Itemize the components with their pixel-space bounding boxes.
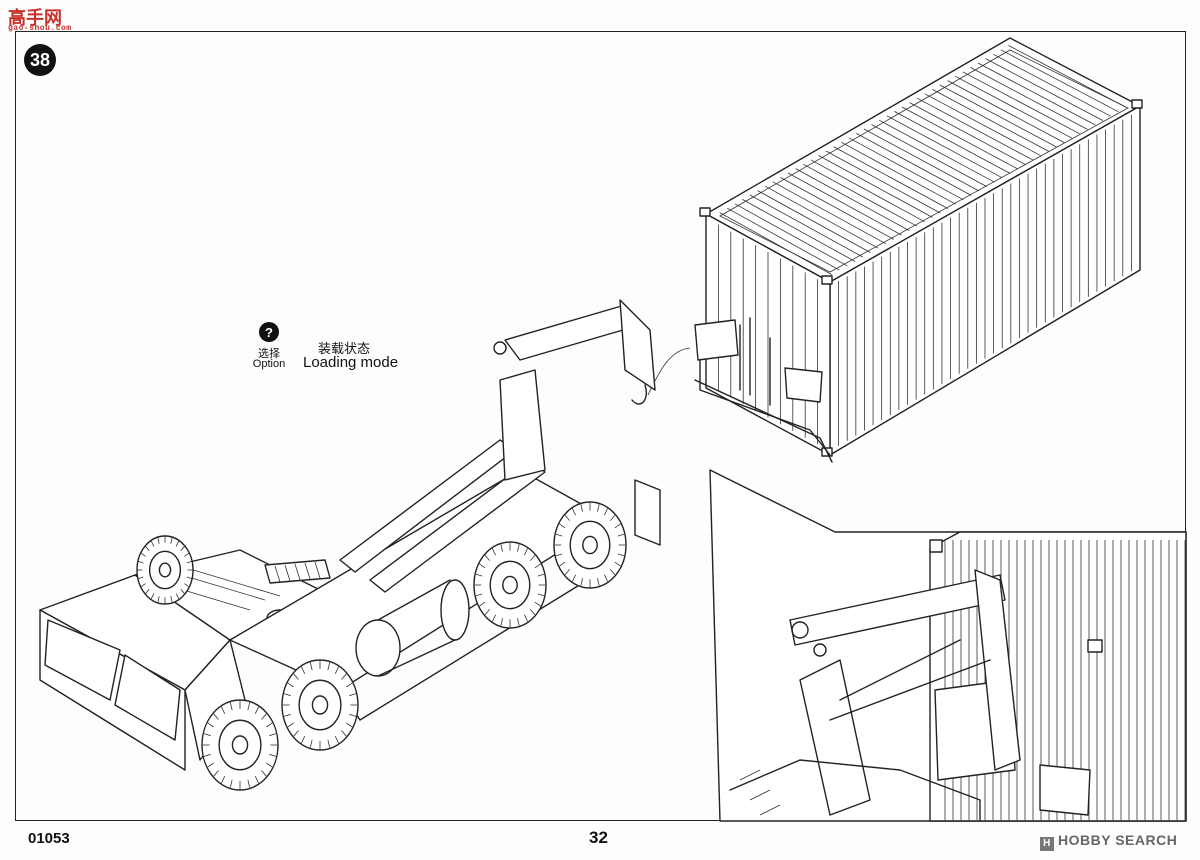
- detail-inset: [709, 469, 1187, 822]
- option-label-en: Option: [252, 358, 286, 370]
- watermark-logo-sub: gao-shou.com: [8, 24, 72, 33]
- watermark-hobbysearch: H HOBBY SEARCH: [1040, 832, 1177, 851]
- option-question-icon: ?: [259, 322, 279, 342]
- hobbysearch-logo-icon: H: [1040, 837, 1054, 851]
- step-number-badge: 38: [24, 44, 56, 76]
- container-illustration: [647, 37, 1143, 463]
- mode-label-en: Loading mode: [303, 354, 399, 371]
- page-number: 32: [589, 828, 608, 847]
- drawing-frame: [15, 31, 1186, 821]
- truck-illustration: [39, 299, 661, 791]
- kit-code: 01053: [28, 830, 70, 847]
- mode-label-cn: 装载状态: [318, 342, 371, 357]
- watermark-logo-cn: 高手网: [8, 8, 62, 29]
- watermark-hobbysearch-text: HOBBY SEARCH: [1058, 832, 1178, 848]
- option-label-cn: 选择: [258, 347, 280, 360]
